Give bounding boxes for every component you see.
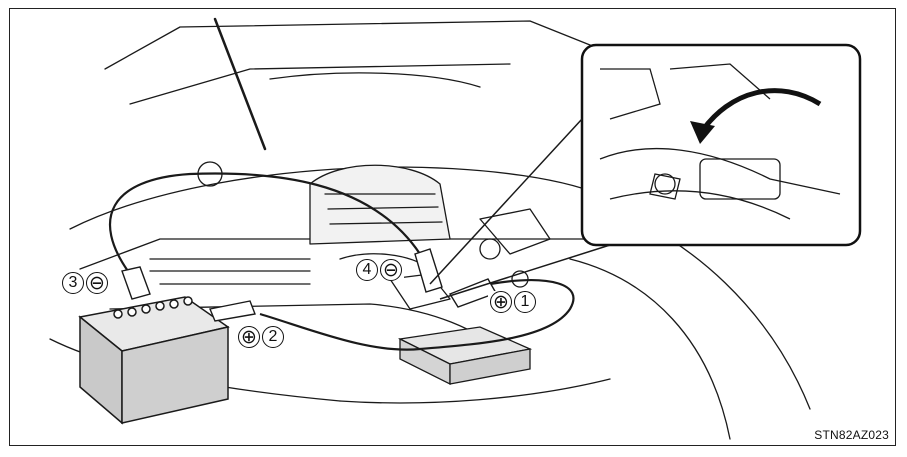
engine-cover xyxy=(309,164,451,245)
negative-symbol-icon: ⊖ xyxy=(86,272,108,294)
callout-1: ⊕ 1 xyxy=(488,291,538,313)
callout-2: ⊕ 2 xyxy=(236,326,286,348)
positive-symbol-icon: ⊕ xyxy=(490,291,512,313)
callout-4: 4 ⊖ xyxy=(354,259,404,281)
detail-inset xyxy=(580,43,862,247)
figure-code: STN82AZ023 xyxy=(814,428,889,442)
callout-number: 3 xyxy=(62,272,84,294)
jump-start-illustration xyxy=(49,17,862,440)
clamp-2 xyxy=(209,300,256,322)
callout-number: 1 xyxy=(514,291,536,313)
clamp-3 xyxy=(121,266,151,300)
callout-3: 3 ⊖ xyxy=(60,272,110,294)
inset-leader-top xyxy=(429,118,583,285)
arrow-icon xyxy=(697,88,822,136)
jumper-cables xyxy=(109,172,575,351)
negative-symbol-icon: ⊖ xyxy=(380,259,402,281)
callout-number: 4 xyxy=(356,259,378,281)
hood-strut xyxy=(213,17,267,151)
hood-edge xyxy=(104,20,601,70)
inset-leader-bottom xyxy=(439,244,611,300)
positive-symbol-icon: ⊕ xyxy=(238,326,260,348)
booster-battery xyxy=(78,296,230,425)
clamp-4 xyxy=(414,248,443,293)
illustration-frame: 3 ⊖ ⊕ 2 4 ⊖ ⊕ 1 STN82AZ023 xyxy=(9,8,896,446)
vehicle-battery xyxy=(397,326,533,386)
negative-cable xyxy=(109,172,421,275)
callout-number: 2 xyxy=(262,326,284,348)
positive-cable xyxy=(259,279,575,351)
